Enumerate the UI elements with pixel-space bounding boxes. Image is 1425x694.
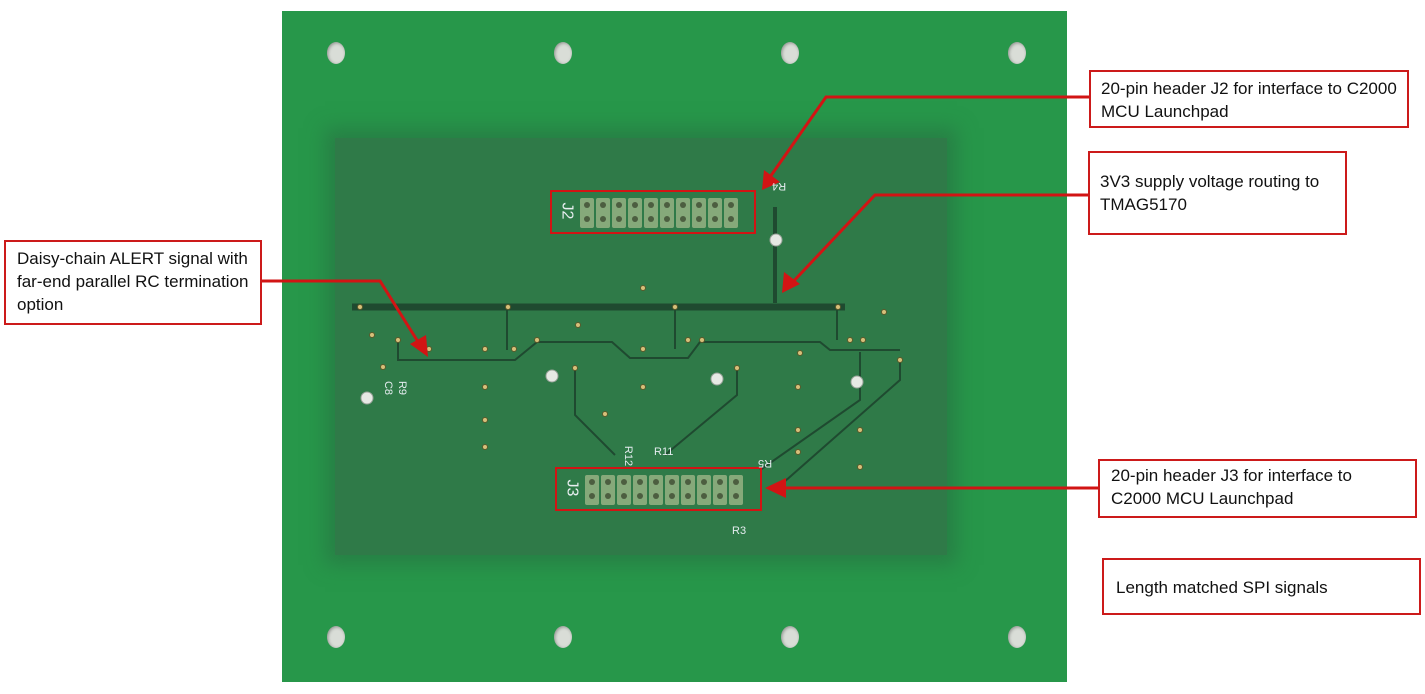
mounting-hole xyxy=(781,42,799,64)
j2-pins xyxy=(580,198,738,228)
j3-label: J3 xyxy=(563,479,581,497)
mounting-hole xyxy=(1008,42,1026,64)
header-j3: J3 xyxy=(555,467,762,511)
callout-spi-signals: Length matched SPI signals xyxy=(1102,558,1421,615)
callout-alert-signal: Daisy-chain ALERT signal with far-end pa… xyxy=(4,240,262,325)
mounting-hole xyxy=(327,42,345,64)
mounting-hole xyxy=(781,626,799,648)
silk-c8: C8 xyxy=(382,380,395,396)
callout-j2-header: 20-pin header J2 for interface to C2000 … xyxy=(1089,70,1409,128)
j3-pins xyxy=(585,475,743,505)
mounting-hole xyxy=(554,626,572,648)
mounting-hole xyxy=(1008,626,1026,648)
j2-label: J2 xyxy=(558,202,576,220)
silk-r4: R4 xyxy=(772,180,787,192)
silk-r11: R11 xyxy=(654,446,674,458)
mounting-hole xyxy=(554,42,572,64)
silk-r5: R5 xyxy=(758,457,773,469)
callout-3v3-supply: 3V3 supply voltage routing to TMAG5170 xyxy=(1088,151,1347,235)
callout-j3-header: 20-pin header J3 for interface to C2000 … xyxy=(1098,459,1417,518)
silk-r12: R12 xyxy=(622,445,635,467)
silk-r3: R3 xyxy=(732,525,747,537)
header-j2: J2 xyxy=(550,190,756,234)
silk-r9: R9 xyxy=(396,380,409,396)
mounting-hole xyxy=(327,626,345,648)
